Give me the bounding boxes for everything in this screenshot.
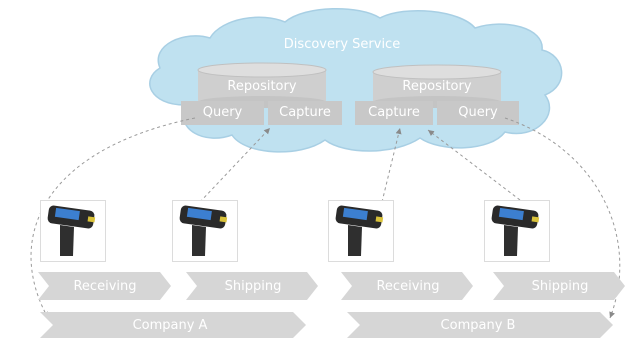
- process-arrow-4: [493, 272, 625, 300]
- repository-label: Repository: [227, 79, 297, 94]
- company-label-a: Company A: [132, 318, 208, 333]
- company-arrow-b: [347, 312, 613, 338]
- connector-query-company-a: [30, 117, 196, 319]
- repository-cylinder-1: [197, 62, 327, 108]
- connector-shipping-capture-2: [427, 129, 521, 201]
- port-box-capture-1: [268, 101, 342, 125]
- discovery-service-title: Discovery Service: [283, 37, 401, 52]
- connector-receiving-capture: [381, 127, 402, 203]
- port-query-label: Query: [458, 105, 498, 120]
- company-label-b: Company B: [440, 318, 516, 333]
- process-arrow-1: [38, 272, 171, 300]
- rfid-scanner-icon: [328, 200, 394, 262]
- process-label-shipping: Shipping: [224, 279, 282, 294]
- process-arrow-3: [341, 272, 473, 300]
- process-label-receiving: Receiving: [73, 279, 137, 294]
- process-label-shipping: Shipping: [531, 279, 589, 294]
- port-box-query-2: [437, 101, 519, 125]
- port-capture-label: Capture: [279, 105, 331, 120]
- port-box-query-1: [181, 101, 264, 125]
- rfid-scanner-icon: [40, 200, 106, 262]
- rfid-scanner-icon: [484, 200, 550, 262]
- port-query-label: Query: [202, 105, 243, 120]
- connector-shipping-capture: [199, 127, 271, 203]
- rfid-scanner-icon: [172, 200, 238, 262]
- repository-label: Repository: [402, 79, 472, 94]
- company-arrow-a: [40, 312, 306, 338]
- port-box-capture-2: [355, 101, 433, 125]
- port-capture-label: Capture: [368, 105, 420, 120]
- process-arrow-2: [186, 272, 318, 300]
- process-label-receiving: Receiving: [376, 279, 440, 294]
